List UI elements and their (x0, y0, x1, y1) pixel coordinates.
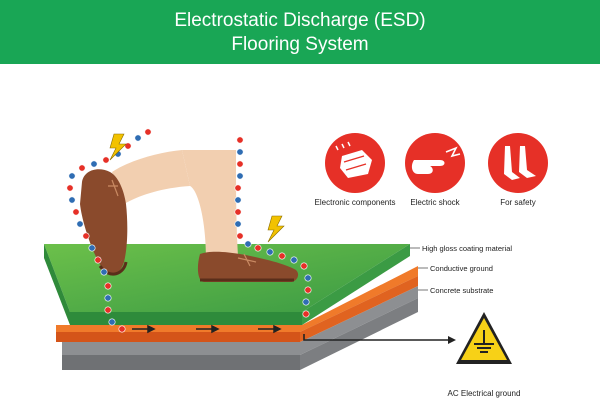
current-flow-arrows (132, 324, 282, 334)
positive-charge-icon (254, 244, 262, 252)
title-line-1: Electrostatic Discharge (ESD) (174, 10, 426, 31)
person-legs (80, 150, 299, 282)
title-line-2: Flooring System (231, 34, 369, 55)
negative-charge-icon (290, 256, 298, 264)
icon-label-safety: For safety (500, 198, 536, 207)
hand-spark-icon (405, 133, 465, 193)
positive-charge-icon (278, 252, 286, 260)
positive-charge-icon (236, 160, 244, 168)
icon-row (325, 133, 548, 193)
negative-charge-icon (76, 220, 84, 228)
positive-charge-icon (104, 282, 112, 290)
negative-charge-icon (88, 244, 96, 252)
negative-charge-icon (104, 294, 112, 302)
negative-charge-icon (244, 240, 252, 248)
conductive-layer (56, 266, 418, 342)
negative-charge-icon (134, 134, 142, 142)
positive-charge-icon (78, 164, 86, 172)
negative-charge-icon (304, 274, 312, 282)
front-shoe-icon (197, 251, 299, 282)
negative-charge-icon (266, 248, 274, 256)
positive-charge-icon (236, 232, 244, 240)
layer-label-coating: High gloss coating material (422, 244, 512, 253)
positive-charge-icon (234, 184, 242, 192)
positive-charge-icon (144, 128, 152, 136)
ground-label: AC Electrical ground (448, 389, 521, 398)
positive-charge-icon (118, 325, 126, 333)
title-banner: Electrostatic Discharge (ESD) Flooring S… (0, 0, 600, 64)
static-charges (66, 128, 312, 333)
negative-charge-icon (302, 298, 310, 306)
layer-callouts (410, 247, 428, 291)
positive-charge-icon (300, 262, 308, 270)
layer-label-conductive: Conductive ground (430, 264, 493, 273)
icon-label-electronic: Electronic components (315, 198, 396, 207)
negative-charge-icon (236, 148, 244, 156)
negative-charge-icon (236, 172, 244, 180)
spark-icon (109, 133, 285, 243)
positive-charge-icon (234, 208, 242, 216)
positive-charge-icon (124, 142, 132, 150)
ground-wire (303, 334, 456, 344)
negative-charge-icon (90, 160, 98, 168)
chip-icon (325, 133, 385, 193)
positive-charge-icon (302, 310, 310, 318)
positive-charge-icon (304, 286, 312, 294)
negative-charge-icon (234, 196, 242, 204)
positive-charge-icon (102, 156, 110, 164)
positive-charge-icon (94, 256, 102, 264)
esd-diagram: AC Electrical ground High gloss coating … (44, 128, 548, 398)
negative-charge-icon (100, 268, 108, 276)
positive-charge-icon (66, 184, 74, 192)
positive-charge-icon (72, 208, 80, 216)
feet-icon (488, 133, 548, 193)
negative-charge-icon (68, 172, 76, 180)
positive-charge-icon (236, 136, 244, 144)
electrical-ground-sign-icon (456, 312, 512, 364)
layer-label-concrete: Concrete substrate (430, 286, 493, 295)
positive-charge-icon (104, 306, 112, 314)
icon-label-shock: Electric shock (410, 198, 460, 207)
negative-charge-icon (234, 220, 242, 228)
positive-charge-icon (82, 232, 90, 240)
negative-charge-icon (68, 196, 76, 204)
negative-charge-icon (108, 318, 116, 326)
